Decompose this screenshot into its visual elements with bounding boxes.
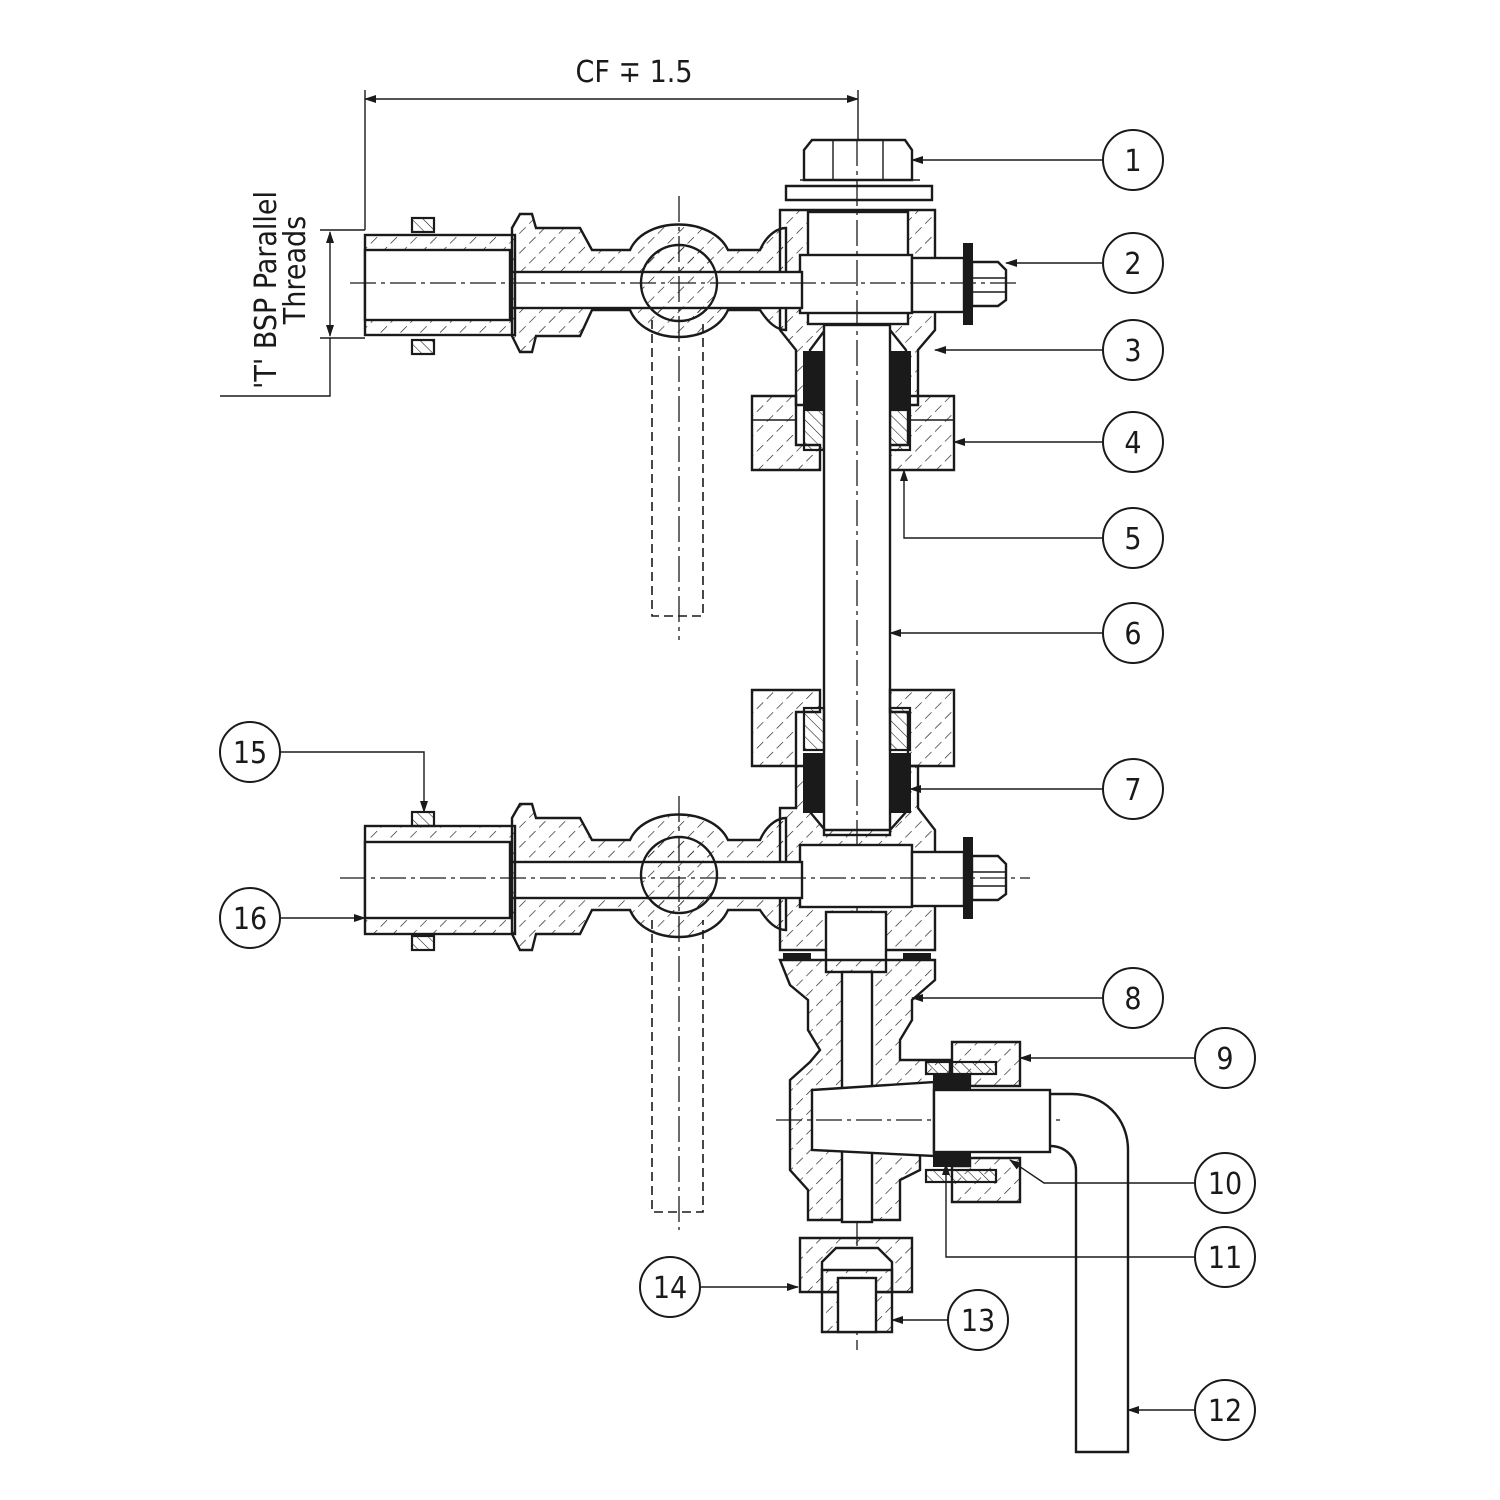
bottom-valve-assembly bbox=[340, 764, 1030, 1230]
drain-cock-body bbox=[776, 953, 1060, 1224]
balloon-9: 9 bbox=[1194, 1027, 1256, 1089]
svg-text:16: 16 bbox=[233, 902, 267, 937]
svg-text:12: 12 bbox=[1208, 1394, 1242, 1429]
balloon-13: 13 bbox=[947, 1289, 1009, 1351]
balloon-5: 5 bbox=[1102, 507, 1164, 569]
drain-plug bbox=[798, 1236, 914, 1334]
balloon-14: 14 bbox=[639, 1256, 701, 1318]
tail-lock-nut bbox=[410, 810, 436, 828]
svg-text:1: 1 bbox=[1124, 144, 1141, 179]
balloon-16: 16 bbox=[219, 887, 281, 949]
balloon-1: 1 bbox=[1102, 129, 1164, 191]
balloon-7: 7 bbox=[1102, 758, 1164, 820]
balloon-4: 4 bbox=[1102, 411, 1164, 473]
balloon-2: 2 bbox=[1102, 232, 1164, 294]
outlet-elbow-pipe bbox=[1049, 1092, 1130, 1454]
top-valve-assembly bbox=[350, 138, 1020, 640]
balloon-6: 6 bbox=[1102, 602, 1164, 664]
top-gland-nut bbox=[750, 394, 822, 472]
balloon-12: 12 bbox=[1194, 1379, 1256, 1441]
outlet-connection bbox=[924, 1040, 1130, 1454]
svg-text:8: 8 bbox=[1124, 982, 1141, 1017]
svg-text:13: 13 bbox=[961, 1304, 995, 1339]
center-distance-dimension: CF ∓ 1.5 bbox=[364, 55, 859, 230]
balloon-15: 15 bbox=[219, 721, 281, 783]
svg-text:15: 15 bbox=[233, 736, 267, 771]
gauge-glass-tube bbox=[822, 140, 892, 1350]
top-gland-assembly bbox=[750, 351, 956, 472]
top-plug-bolt bbox=[802, 138, 914, 182]
thread-note-line1: 'T' BSP Parallel bbox=[249, 191, 284, 389]
svg-text:11: 11 bbox=[1208, 1241, 1242, 1276]
svg-text:14: 14 bbox=[653, 1271, 687, 1306]
balloon-11: 11 bbox=[1194, 1226, 1256, 1288]
balloon-3: 3 bbox=[1102, 319, 1164, 381]
center-distance-label: CF ∓ 1.5 bbox=[575, 55, 692, 90]
leader-lines bbox=[280, 156, 1196, 1414]
svg-text:2: 2 bbox=[1124, 247, 1141, 282]
thread-dimension: 'T' BSP Parallel Threads bbox=[220, 191, 365, 397]
svg-text:10: 10 bbox=[1208, 1167, 1242, 1202]
svg-text:7: 7 bbox=[1124, 773, 1141, 808]
svg-text:4: 4 bbox=[1124, 426, 1141, 461]
thread-note-line2: Threads bbox=[278, 216, 313, 325]
svg-text:3: 3 bbox=[1124, 334, 1141, 369]
balloon-10: 10 bbox=[1194, 1152, 1256, 1214]
svg-text:6: 6 bbox=[1124, 617, 1141, 652]
balloon-8: 8 bbox=[1102, 967, 1164, 1029]
svg-text:5: 5 bbox=[1124, 522, 1141, 557]
svg-text:9: 9 bbox=[1216, 1042, 1233, 1077]
